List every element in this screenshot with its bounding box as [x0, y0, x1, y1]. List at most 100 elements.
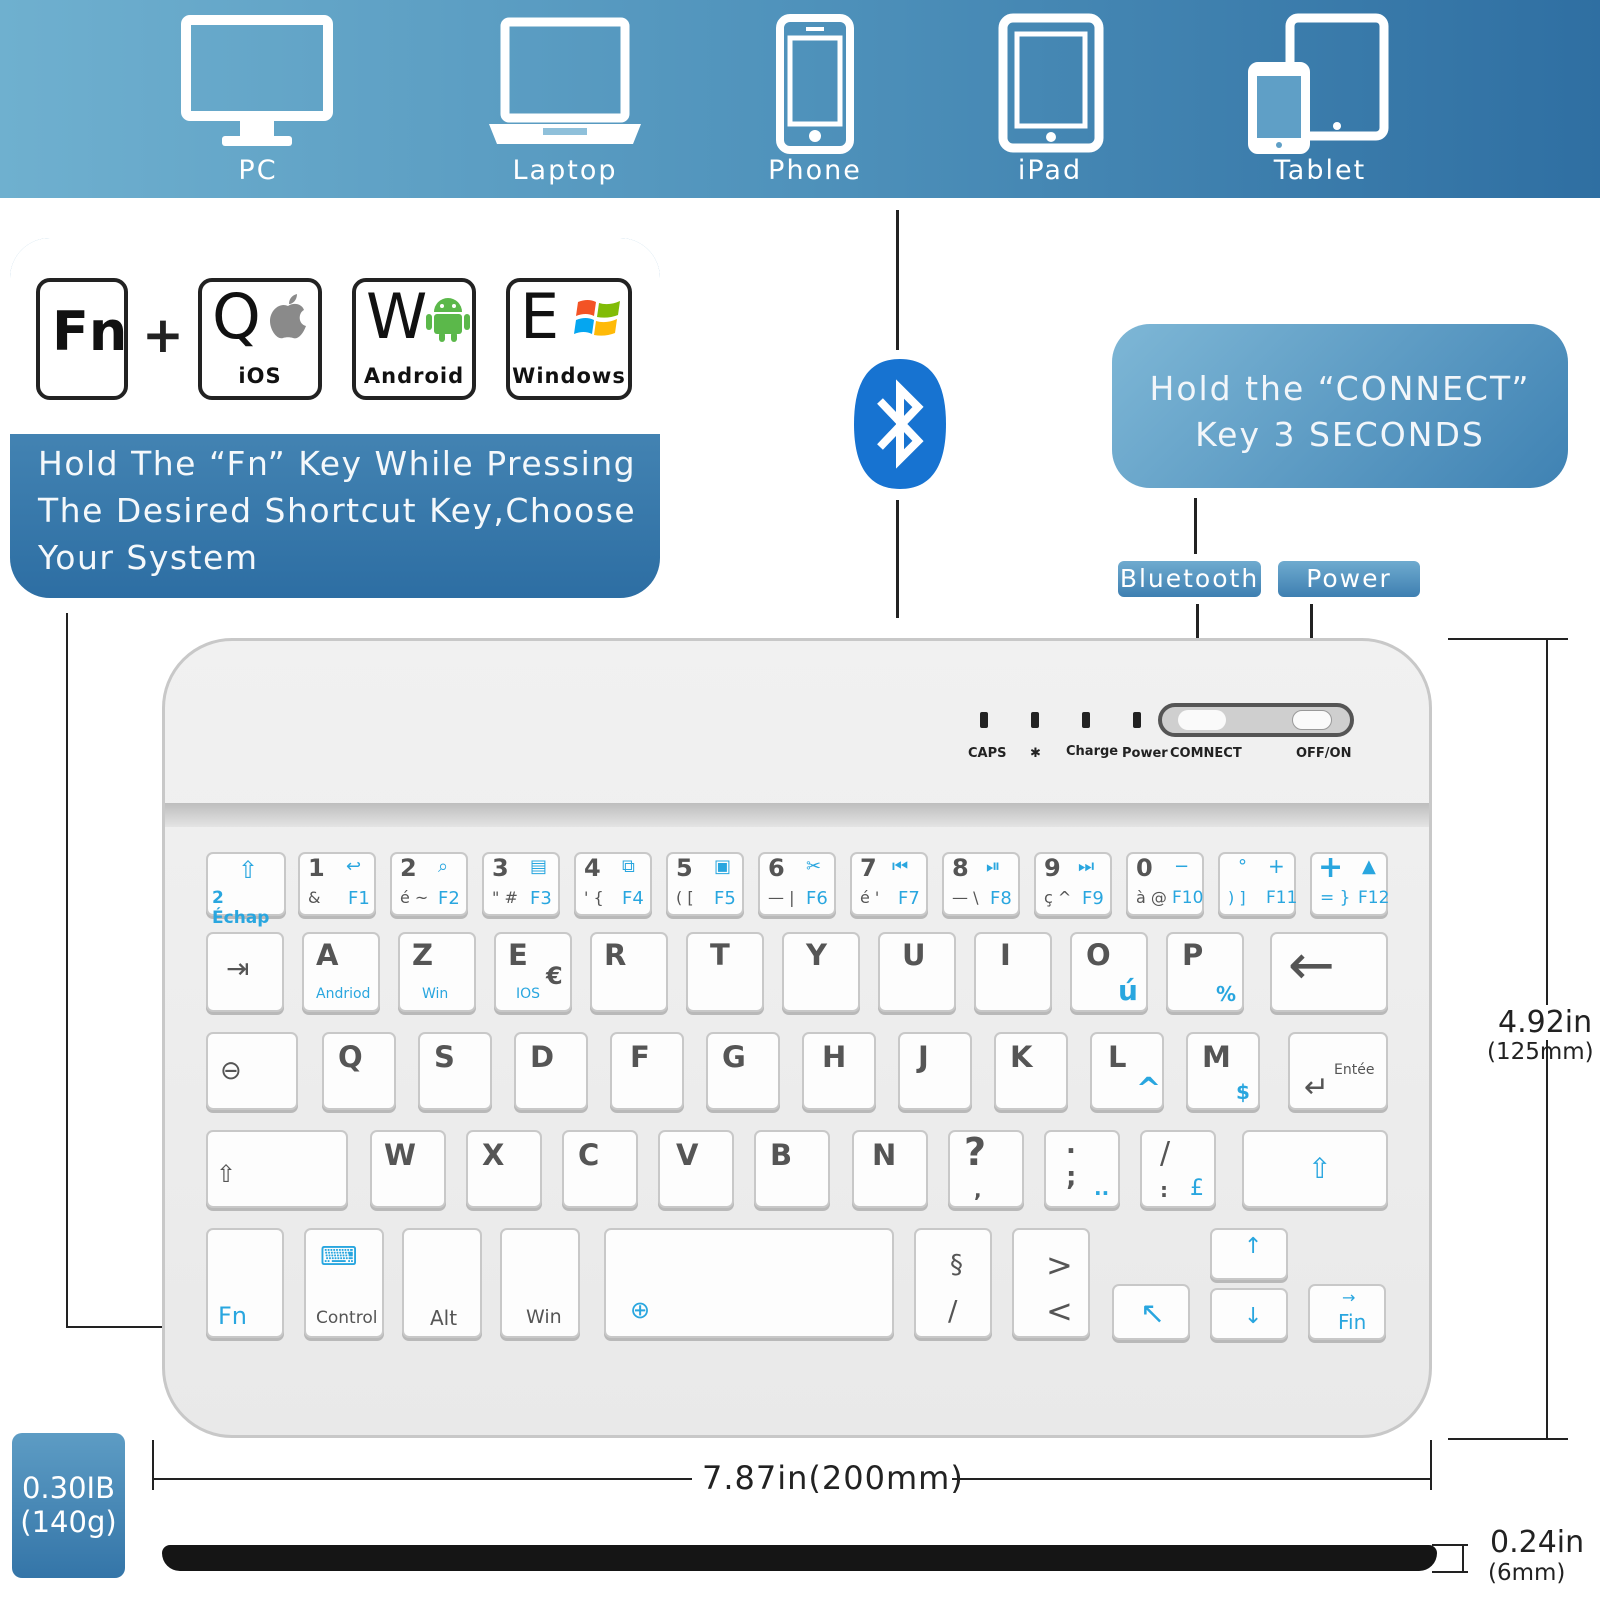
- key-greater-less[interactable]: > <: [1012, 1228, 1090, 1338]
- keyboard-icon: ⌨: [320, 1242, 358, 1272]
- key-backspace[interactable]: ←: [1270, 932, 1388, 1012]
- key-end[interactable]: → Fin: [1308, 1284, 1386, 1340]
- key-sub: à @: [1136, 888, 1167, 907]
- key-r[interactable]: R: [590, 932, 668, 1012]
- connect-power-switch[interactable]: [1158, 703, 1354, 737]
- connect-line: Key 3 SECONDS: [1195, 415, 1485, 454]
- key-6[interactable]: 6 ✂ — | F6: [758, 852, 836, 916]
- key-fn-label: F6: [806, 888, 828, 909]
- key-section[interactable]: § /: [914, 1228, 992, 1338]
- key-escape[interactable]: ⇧ 2 Échap: [206, 852, 286, 928]
- phone-icon: [776, 14, 854, 154]
- key-8[interactable]: 8 ⏯ — \ F8: [942, 852, 1020, 916]
- key-l[interactable]: L ^: [1090, 1032, 1164, 1110]
- key-t[interactable]: T: [686, 932, 764, 1012]
- connect-line: Hold the “CONNECT”: [1149, 369, 1531, 408]
- key-alt[interactable]: Alt: [402, 1228, 482, 1338]
- device-label: Phone: [768, 155, 862, 186]
- connector-line: [896, 500, 899, 618]
- key-caps-lock[interactable]: ⊖: [206, 1032, 298, 1110]
- key-tab[interactable]: ⇥: [206, 932, 284, 1012]
- keyboard-ridge: [165, 803, 1429, 827]
- key-sub: <: [1046, 1292, 1073, 1330]
- key-b[interactable]: B: [754, 1130, 830, 1208]
- key-main: P: [1182, 938, 1204, 972]
- key-1[interactable]: 1 ↩ & F1: [298, 852, 376, 916]
- key-sub: Alt: [430, 1306, 458, 1330]
- pound-symbol: £: [1190, 1176, 1204, 1201]
- key-shift-left[interactable]: ⇧: [206, 1130, 348, 1208]
- key-main: M: [1202, 1040, 1231, 1074]
- device-phone: Phone: [740, 0, 890, 198]
- key-n[interactable]: N: [852, 1130, 928, 1208]
- key-4[interactable]: 4 ⧉ ' { F4: [574, 852, 652, 916]
- key-label: Windows: [512, 364, 626, 388]
- key-main: C: [578, 1138, 600, 1172]
- key-main: W: [384, 1138, 416, 1172]
- key-plus[interactable]: + ▲ = } F12: [1310, 850, 1389, 916]
- key-main: Z: [412, 938, 434, 972]
- key-3[interactable]: 3 ▤ " # F3: [482, 852, 560, 916]
- power-label: Power: [1122, 746, 1168, 761]
- key-label: Android: [363, 364, 465, 388]
- key-9[interactable]: 9 ⏭ ç ^ F9: [1034, 852, 1112, 916]
- key-y[interactable]: Y: [782, 932, 860, 1012]
- plus-sign: +: [142, 306, 184, 364]
- key-degree[interactable]: ° + ) ] F11: [1218, 852, 1297, 916]
- key-home[interactable]: ↖: [1112, 1284, 1190, 1340]
- key-m[interactable]: M $: [1186, 1032, 1260, 1110]
- key-v[interactable]: V: [658, 1130, 734, 1208]
- key-i[interactable]: I: [974, 932, 1052, 1012]
- shift-icon: ⇧: [1308, 1152, 1332, 1185]
- key-sub: — \: [952, 888, 979, 907]
- thickness-dimension-line: [1462, 1544, 1464, 1572]
- connect-button[interactable]: [1178, 710, 1226, 730]
- key-fn[interactable]: Fn: [206, 1228, 284, 1338]
- key-0[interactable]: 0 − à @ F10: [1126, 852, 1204, 916]
- key-2[interactable]: 2 ⌕ é ~ F2: [390, 852, 468, 916]
- key-slash[interactable]: / : £: [1140, 1130, 1216, 1208]
- key-main: +: [1318, 850, 1344, 885]
- power-toggle[interactable]: [1292, 710, 1332, 730]
- euro-symbol: €: [546, 962, 563, 990]
- key-page-down[interactable]: ↓: [1210, 1288, 1288, 1340]
- key-main: V: [676, 1138, 699, 1172]
- key-control[interactable]: ⌨ Control: [304, 1228, 384, 1338]
- key-7[interactable]: 7 ⏮ é ' F7: [850, 852, 928, 916]
- key-x[interactable]: X: [466, 1130, 542, 1208]
- key-main: ?: [964, 1130, 987, 1174]
- key-5[interactable]: 5 ▣ ( [ F5: [666, 852, 744, 916]
- key-f[interactable]: F: [610, 1032, 684, 1110]
- key-question[interactable]: ? ,: [948, 1130, 1024, 1208]
- key-main: /: [1160, 1136, 1171, 1171]
- key-fn-label: F9: [1082, 888, 1104, 909]
- key-q[interactable]: Q: [322, 1032, 396, 1110]
- key-page-up[interactable]: ↑: [1210, 1228, 1288, 1280]
- key-space[interactable]: ⊕: [604, 1228, 894, 1338]
- connector-line: [66, 613, 68, 1328]
- key-c[interactable]: C: [562, 1130, 638, 1208]
- key-d[interactable]: D: [514, 1032, 588, 1110]
- key-shift-right[interactable]: ⇧: [1242, 1130, 1388, 1208]
- key-z[interactable]: Z Win: [398, 932, 476, 1012]
- key-j[interactable]: J: [898, 1032, 972, 1110]
- end-arrow-icon: →: [1342, 1288, 1356, 1307]
- key-o[interactable]: O ú: [1070, 932, 1148, 1012]
- key-g[interactable]: G: [706, 1032, 780, 1110]
- key-e[interactable]: E IOS €: [494, 932, 572, 1012]
- globe-icon: ⊕: [630, 1296, 651, 1324]
- key-w[interactable]: W: [370, 1130, 446, 1208]
- key-k[interactable]: K: [994, 1032, 1068, 1110]
- key-win[interactable]: Win: [500, 1228, 580, 1338]
- key-sub: :: [1160, 1178, 1168, 1202]
- key-period[interactable]: . ; ..: [1044, 1130, 1120, 1208]
- key-s[interactable]: S: [418, 1032, 492, 1110]
- key-p[interactable]: P %: [1166, 932, 1244, 1012]
- key-sub: — |: [768, 888, 795, 907]
- key-sub: Fin: [1338, 1310, 1367, 1334]
- key-a[interactable]: A Andriod: [302, 932, 380, 1012]
- key-h[interactable]: H: [802, 1032, 876, 1110]
- key-u[interactable]: U: [878, 932, 956, 1012]
- key-enter[interactable]: Entée ↵: [1288, 1032, 1388, 1110]
- thickness-inches: 0.24in: [1490, 1525, 1585, 1560]
